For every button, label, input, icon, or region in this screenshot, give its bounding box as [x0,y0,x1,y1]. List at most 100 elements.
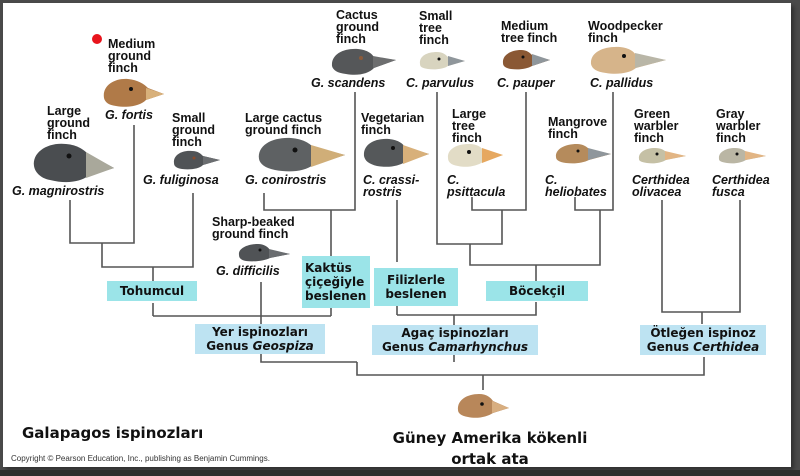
bird-head-psittacula-icon [447,144,503,167]
genus-box-camarhynchus: Agaç ispinozları Genus Camarhynchus [372,325,538,355]
common-name-fuliginosa: Small ground finch [172,111,216,149]
scientific-name-line: olivacea [632,185,682,199]
bird-head-pauper-icon [502,50,550,70]
genus-prefix: Genus [646,340,689,354]
common-name-olivacea: Green warbler finch [634,107,679,145]
diet-label-line: beslenen [305,289,367,303]
branch-insect-join [469,210,601,266]
common-name-pallidus: Woodpecker finch [588,19,663,45]
genus-name: Geospiza [252,339,314,353]
common-name-line: Mangrove [548,115,608,129]
common-name-fusca: Gray warbler finch [716,107,761,145]
common-name-line: ground [108,49,152,63]
common-name-line: ground finch [245,123,322,137]
common-name-line: ground finch [212,227,289,241]
scientific-name-psittacula: C. psittacula [447,173,506,199]
genus-box-geospiza: Yer ispinozları Genus Geospiza [195,324,325,354]
common-name-line: warbler [634,119,679,133]
bird-head-ancestor-icon [457,394,509,418]
scientific-name-pauper: C. pauper [497,76,555,90]
genus-common-label: Yer ispinozları [212,325,308,339]
common-name-conirostris: Large cactus ground finch [245,111,323,137]
common-name-line: Large cactus [245,111,323,125]
bird-head-parvulus-icon [419,52,465,70]
bird-head-magnirostris-icon [33,143,114,183]
scientific-name-fuliginosa: G. fuliginosa [143,173,219,187]
scientific-name-fortis: G. fortis [105,108,153,122]
common-name-line: Cactus [336,8,378,22]
genus-scientific-label: Genus Certhidea [640,340,766,354]
common-name-line: finch [588,31,618,45]
scientific-name-line: C. crassi- [363,173,420,187]
common-name-line: Medium [108,37,156,51]
common-name-line: Woodpecker [588,19,663,33]
common-name-line: tree finch [501,31,558,45]
common-name-difficilis: Sharp-beaked ground finch [212,215,295,241]
common-name-line: ground [172,123,216,137]
scientific-name-scandens: G. scandens [311,76,386,90]
common-name-magnirostris: Large ground finch [47,104,90,142]
scientific-name-heliobates: C. heliobates [545,173,607,199]
common-name-line: finch [716,131,746,145]
common-name-line: warbler [716,119,761,133]
scientific-name-crassirostris: C. crassi- rostris [363,173,420,199]
branch-root [356,357,705,376]
branch-warblers [661,200,741,313]
scientific-name-pallidus: C. pallidus [590,76,654,90]
common-name-line: finch [172,135,202,149]
common-name-line: Large [452,107,487,121]
diet-label-line: beslenen [385,287,447,301]
common-name-line: Vegetarian [361,111,425,125]
diet-label-line: çiçeğiyle [305,275,365,289]
scientific-name-line: C. [447,173,460,187]
genus-box-certhidea: Ötleğen ispinoz Genus Certhidea [640,325,766,355]
bird-head-heliobates-icon [555,144,611,164]
common-name-fortis: Medium ground finch [108,37,156,75]
bird-head-fusca-icon [718,148,766,164]
bird-head-pallidus-icon [590,46,666,74]
diet-box-buds: Filizlerle beslenen [374,268,458,306]
diet-box-seed: Tohumcul [107,281,197,301]
common-name-line: Large [47,104,82,118]
common-name-crassirostris: Vegetarian finch [361,111,425,137]
genus-common-label: Ötleğen ispinoz [650,326,756,340]
ancestor-label-line: Güney Amerika kökenli [392,429,588,447]
scientific-name-line: psittacula [447,185,506,199]
bottom-border [0,470,800,476]
common-name-heliobates: Mangrove finch [548,115,608,141]
genus-prefix: Genus [381,340,425,354]
diagram-title: Galapagos ispinozları [22,424,204,442]
common-name-line: finch [108,61,138,75]
bird-head-fortis-icon [103,78,164,107]
bird-head-olivacea-icon [638,148,686,164]
common-name-line: Small [419,9,453,23]
diet-label-line: Filizlerle [387,273,445,287]
branch-camarhynchus [397,302,537,316]
common-name-line: Gray [716,107,745,121]
common-name-line: ground [336,20,380,34]
common-name-line: Green [634,107,671,121]
scientific-name-line: rostris [363,185,402,199]
ancestor-label-line: ortak ata [451,450,529,468]
scientific-name-line: C. [545,173,558,187]
common-name-line: tree [452,119,475,133]
common-name-psittacula: Large tree finch [452,107,487,145]
scientific-name-conirostris: G. conirostris [245,173,327,187]
common-name-line: Small [172,111,206,125]
diet-label-line: Kaktüs [305,261,352,275]
diet-box-cactus: Kaktüs çiçeğiyle beslenen [302,256,370,308]
common-name-pauper: Medium tree finch [501,20,558,45]
scientific-name-line: Certhidea [632,173,690,187]
branch-heliobates-pallidus [574,92,614,211]
bird-head-difficilis-icon [238,244,290,262]
genus-name: Camarhynchus [428,340,529,354]
genus-prefix: Genus [206,339,249,353]
common-name-line: finch [634,131,664,145]
common-name-line: finch [452,131,482,145]
common-name-line: Sharp-beaked [212,215,295,229]
common-name-parvulus: Small tree finch [419,9,453,47]
copyright-notice: Copyright © Pearson Education, Inc., pub… [11,454,270,463]
scientific-name-line: heliobates [545,185,607,199]
common-name-line: finch [548,127,578,141]
